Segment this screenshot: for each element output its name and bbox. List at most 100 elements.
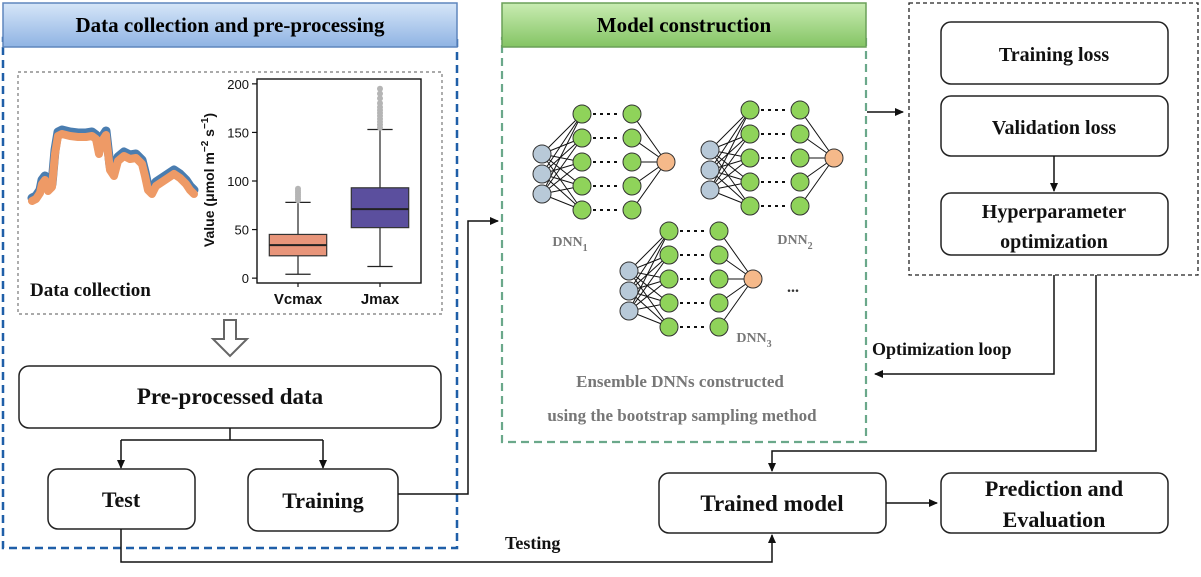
hidden-node (659, 317, 679, 337)
model-construction-section: Model construction DNN1 DNN2 DNN3 ... En… (500, 2, 868, 444)
y-tick-label: 0 (242, 271, 249, 286)
hidden-node (622, 128, 642, 148)
training-loss-label: Training loss (999, 44, 1109, 66)
hidden-node (740, 100, 760, 120)
timeseries-fitted (28, 130, 198, 205)
split-connector (121, 428, 323, 441)
hidden-node (790, 196, 810, 216)
model-construction-title: Model construction (597, 13, 772, 37)
hidden-node (622, 104, 642, 124)
flow-down-arrow-icon (210, 319, 250, 358)
ensemble-caption-line2: using the bootstrap sampling method (547, 406, 817, 425)
trained-model-label: Trained model (700, 491, 843, 516)
connection (628, 230, 670, 292)
y-tick-label: 50 (235, 223, 249, 238)
data-collection-section: Data collection and pre-processing Data … (1, 2, 459, 550)
hyperparameter-box[interactable] (940, 192, 1169, 256)
box-jmax (350, 187, 410, 229)
prediction-label-line2: Evaluation (1003, 507, 1106, 532)
y-axis-label: Value (μmol m−2 s−1) (200, 113, 217, 247)
optimization-loop-label: Optimization loop (872, 339, 1012, 359)
outlier-point (377, 85, 383, 92)
hidden-node (709, 293, 729, 313)
connection (799, 109, 835, 159)
outlier-point (377, 95, 383, 102)
outlier-point (295, 185, 301, 192)
hidden-node (572, 200, 592, 220)
connection (541, 113, 583, 175)
dnn2-label: DNN2 (777, 233, 812, 252)
x-tick-label: Vcmax (274, 291, 323, 308)
testing-label: Testing (505, 533, 560, 553)
ensemble-caption-line1: Ensemble DNNs constructed (576, 372, 784, 391)
arrow-training-to-model (398, 217, 499, 495)
y-tick-label: 150 (227, 125, 249, 140)
input-node (619, 281, 639, 301)
connection (799, 157, 835, 207)
hidden-node (659, 293, 679, 313)
input-node (700, 180, 720, 200)
y-tick-label: 200 (227, 77, 249, 92)
tuning-section: Training loss Validation loss Hyperparam… (908, 2, 1199, 276)
data-collection-title: Data collection and pre-processing (76, 13, 385, 37)
connection (709, 109, 751, 171)
hidden-node (659, 269, 679, 289)
hidden-node (659, 245, 679, 265)
arrow-tuning-to-trained-model (768, 275, 1097, 472)
hidden-node (790, 100, 810, 120)
hidden-node (709, 317, 729, 337)
dnn1-label: DNN1 (552, 235, 587, 254)
dnn-network-1 (532, 104, 676, 220)
connection (631, 161, 667, 211)
output-node (743, 269, 763, 289)
prediction-label-line1: Prediction and (985, 476, 1123, 501)
connection (631, 113, 667, 163)
hidden-node (740, 196, 760, 216)
hidden-node (709, 221, 729, 241)
hidden-node (740, 172, 760, 192)
test-label: Test (102, 487, 141, 512)
training-box[interactable] (247, 468, 399, 532)
input-node (532, 164, 552, 184)
hyperparameter-label-line1: Hyperparameter (982, 201, 1127, 223)
hidden-node (622, 200, 642, 220)
hidden-node (709, 269, 729, 289)
more-dnns-ellipsis: ... (787, 279, 799, 296)
hidden-node (740, 124, 760, 144)
output-node (656, 152, 676, 172)
training-label: Training (282, 488, 364, 513)
outlier-point (377, 100, 383, 107)
hidden-node (709, 245, 729, 265)
y-tick-label: 100 (227, 174, 249, 189)
prediction-evaluation-box[interactable] (940, 472, 1169, 534)
hidden-node (572, 176, 592, 196)
connection (718, 230, 754, 280)
hidden-node (622, 176, 642, 196)
output-node (824, 148, 844, 168)
hidden-node (790, 124, 810, 144)
connection (628, 254, 670, 312)
connection (541, 137, 583, 195)
dnn-network-2 (700, 100, 844, 216)
model-construction-header (501, 2, 867, 48)
preprocessed-data-label: Pre-processed data (137, 384, 324, 409)
dnn-network-3 (619, 221, 763, 337)
data-collection-header (2, 2, 458, 48)
input-node (532, 184, 552, 204)
connection (718, 278, 754, 328)
x-tick-label: Jmax (361, 291, 400, 308)
training-loss-box[interactable] (940, 21, 1169, 85)
dnn3-label: DNN3 (736, 331, 771, 350)
dnn-networks (532, 100, 844, 337)
outlier-point (377, 90, 383, 97)
connection (709, 133, 751, 191)
hidden-node (572, 104, 592, 124)
hidden-node (740, 148, 760, 168)
hidden-node (659, 221, 679, 241)
hidden-node (572, 128, 592, 148)
input-node (619, 261, 639, 281)
input-node (700, 160, 720, 180)
hidden-node (572, 152, 592, 172)
